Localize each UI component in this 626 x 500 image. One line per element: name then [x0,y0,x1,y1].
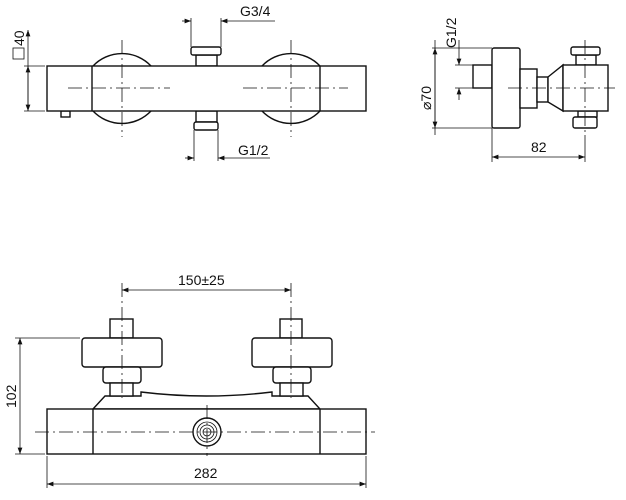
dim-82: 82 [531,139,547,155]
bottom-outlet-nut [193,121,219,131]
right-knob [251,318,333,397]
square-symbol [12,47,25,60]
dim-40: 40 [11,30,27,46]
dim-g34: G3/4 [240,3,271,19]
top-inlet-nut [190,46,222,56]
dim-282: 282 [194,465,218,481]
top-view: G3/4 G1/2 40 [11,3,367,161]
dim-diameter-70: ⌀70 [418,86,434,110]
side-body [562,64,609,112]
dim-g12-top: G1/2 [238,142,269,158]
left-knob [81,318,163,397]
mixer-body-top [46,65,367,112]
dim-g12-side: G1/2 [443,17,459,48]
side-view: ⌀70 G1/2 82 [418,17,615,162]
dim-150-25: 150±25 [178,272,225,288]
front-view: 150±25 102 282 [3,272,375,488]
dim-102: 102 [3,384,19,408]
